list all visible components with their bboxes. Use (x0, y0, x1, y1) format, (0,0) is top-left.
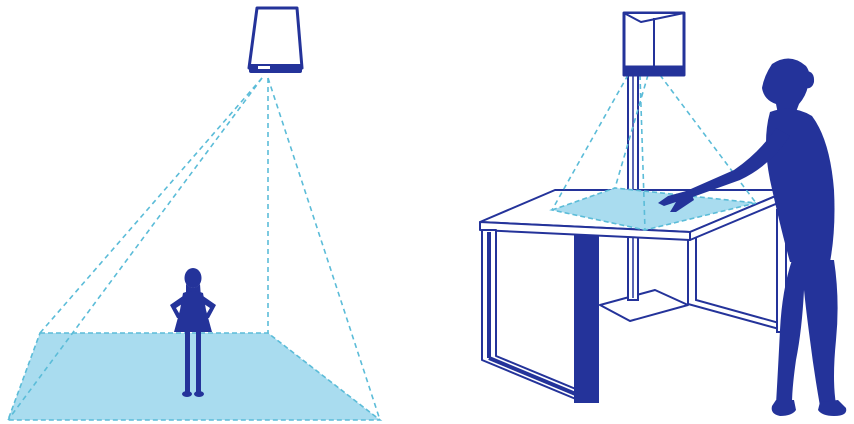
cone-line (614, 74, 649, 189)
cone-line (267, 77, 381, 421)
ceiling-projector-icon (247, 6, 304, 73)
floor-projection-area (6, 332, 383, 421)
projector-on-stand-icon (622, 11, 686, 77)
cone-line (39, 77, 263, 334)
stand-base-plate (599, 289, 689, 322)
floor-projection-cone (7, 77, 381, 421)
floor-setup-panel (6, 6, 383, 421)
adult-silhouette-touching (658, 58, 847, 416)
table-front-leg-right (574, 234, 599, 403)
projector-stand-pole (627, 71, 639, 301)
table-projection-area (549, 187, 757, 231)
cone-line (551, 74, 629, 211)
child-silhouette (170, 268, 216, 397)
table-projection-cone (551, 74, 757, 231)
cone-line (639, 74, 646, 231)
cone-line (7, 77, 263, 421)
table-setup-panel (479, 11, 847, 416)
